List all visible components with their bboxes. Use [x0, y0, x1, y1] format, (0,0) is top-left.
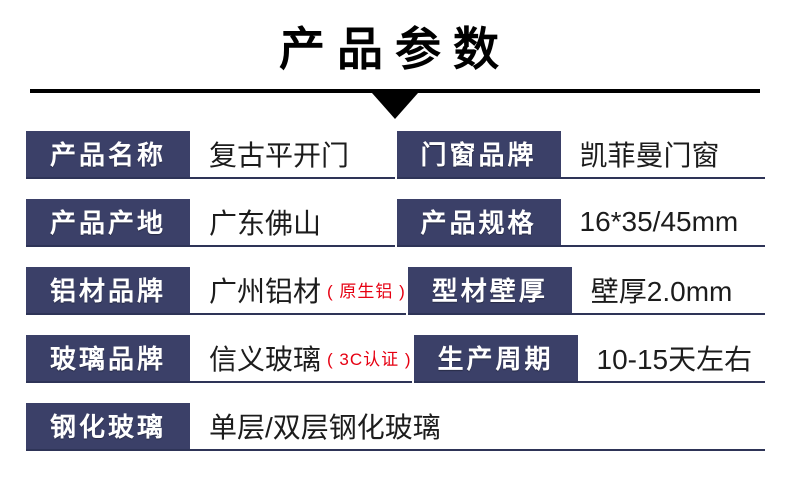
spec-value: 壁厚2.0mm: [572, 267, 765, 313]
spec-value-text: 16*35/45mm: [579, 205, 739, 237]
spec-row: 玻璃品牌 信义玻璃 ( 3C认证 ) 生产周期 10-15天左右: [26, 334, 765, 383]
spec-row: 产品产地 广东佛山 产品规格 16*35/45mm: [26, 198, 766, 247]
spec-value: 信义玻璃 ( 3C认证 ): [190, 335, 412, 381]
spec-label: 产品产地: [26, 198, 190, 245]
spec-value-text: 单层/双层钢化玻璃: [209, 411, 441, 443]
spec-row: 铝材品牌 广州铝材 ( 原生铝 ) 型材壁厚 壁厚2.0mm: [26, 266, 765, 315]
spec-cell-door-window-brand: 门窗品牌 凯菲曼门窗: [396, 130, 766, 179]
spec-label: 门窗品牌: [396, 130, 561, 177]
spec-note: ( 3C认证 ): [327, 350, 412, 370]
spec-row: 产品名称 复古平开门 门窗品牌 凯菲曼门窗: [26, 130, 766, 179]
spec-row: 钢化玻璃 单层/双层钢化玻璃: [26, 402, 765, 451]
spec-label: 生产周期: [413, 334, 578, 381]
spec-cell-tempered-glass: 钢化玻璃 单层/双层钢化玻璃: [26, 402, 765, 451]
spec-label: 玻璃品牌: [26, 334, 190, 381]
spec-value-text: 10-15天左右: [596, 343, 753, 375]
spec-cell-product-name: 产品名称 复古平开门: [26, 130, 395, 179]
divider-line: [30, 88, 760, 93]
spec-value: 单层/双层钢化玻璃: [190, 403, 765, 449]
spec-value-text: 广州铝材: [209, 275, 322, 307]
spec-cell-production-cycle: 生产周期 10-15天左右: [413, 334, 765, 383]
spec-value: 广东佛山: [190, 199, 395, 245]
spec-value-text: 复古平开门: [209, 139, 350, 171]
spec-value: 10-15天左右: [578, 335, 765, 381]
spec-label: 产品名称: [26, 130, 190, 177]
title-divider: [30, 88, 760, 119]
spec-value-text: 壁厚2.0mm: [590, 275, 733, 307]
spec-cell-profile-thickness: 型材壁厚 壁厚2.0mm: [407, 266, 765, 315]
spec-value-text: 信义玻璃: [209, 343, 322, 375]
page-title: 产品参数: [279, 23, 511, 75]
triangle-down-icon: [372, 92, 418, 119]
spec-label: 钢化玻璃: [26, 402, 190, 449]
spec-table: 产品名称 复古平开门 门窗品牌 凯菲曼门窗 产品产地 广东佛山 产品: [26, 130, 766, 451]
spec-value-text: 广东佛山: [209, 207, 322, 239]
spec-label: 型材壁厚: [407, 266, 572, 313]
spec-value: 广州铝材 ( 原生铝 ): [190, 267, 406, 313]
spec-cell-origin: 产品产地 广东佛山: [26, 198, 395, 247]
spec-cell-aluminum-brand: 铝材品牌 广州铝材 ( 原生铝 ): [26, 266, 406, 315]
spec-label: 铝材品牌: [26, 266, 190, 313]
spec-label: 产品规格: [396, 198, 561, 245]
spec-cell-product-spec: 产品规格 16*35/45mm: [396, 198, 766, 247]
spec-value: 16*35/45mm: [561, 199, 766, 245]
spec-value-text: 凯菲曼门窗: [579, 139, 720, 171]
spec-cell-glass-brand: 玻璃品牌 信义玻璃 ( 3C认证 ): [26, 334, 412, 383]
spec-value: 凯菲曼门窗: [561, 131, 766, 177]
spec-value: 复古平开门: [190, 131, 395, 177]
spec-note: ( 原生铝 ): [327, 282, 406, 302]
